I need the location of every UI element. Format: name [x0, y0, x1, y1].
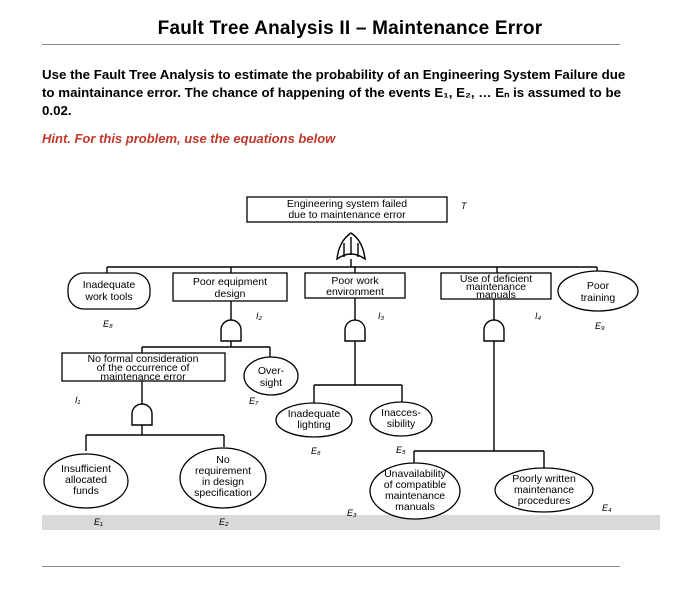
event-poor-training-line-2: training	[581, 292, 616, 304]
and-gate-i1	[131, 403, 153, 426]
event-no-requirement-line-3: in design	[202, 476, 244, 488]
event-poor-equipment-design	[172, 272, 288, 302]
event-unavailability-line-4: manuals	[395, 501, 435, 513]
scan-strip	[42, 515, 660, 530]
event-insufficient-funds-code: E₁	[94, 517, 103, 527]
event-poorly-written-line-1: Poorly written	[512, 473, 576, 485]
and-gate-i2	[220, 319, 242, 342]
event-insufficient-funds	[43, 453, 129, 509]
event-deficient-manuals-line-3: manuals	[476, 289, 516, 301]
event-inaccessibility-code: E₅	[396, 445, 406, 455]
event-no-requirement	[179, 447, 267, 509]
event-inadequate-tools-line-1: Inadequate	[83, 279, 136, 291]
event-poor-equipment-line-1: Poor equipment	[193, 276, 267, 288]
event-no-formal-line-2: of the occurrence of	[97, 362, 190, 374]
event-no-formal-consideration	[61, 352, 226, 382]
event-poor-equipment-code: I₂	[256, 311, 263, 321]
event-inadequate-lighting-line-1: Inadequate	[288, 408, 341, 420]
event-inadequate-tools-line-2: work tools	[84, 291, 132, 303]
event-no-requirement-line-2: requirement	[195, 465, 251, 477]
event-deficient-manuals-line-1: Use of deficient	[460, 273, 532, 285]
event-poor-training-code: E₉	[595, 321, 605, 331]
event-inadequate-tools	[67, 272, 151, 310]
event-poorly-written-line-3: procedures	[518, 495, 571, 507]
event-no-requirement-line-4: specification	[194, 487, 252, 499]
event-unavailability-code: E₃	[347, 508, 357, 518]
hint-text: Hint. For this problem, use the equation…	[42, 131, 336, 146]
event-poor-training-line-1: Poor	[587, 280, 610, 292]
event-deficient-manuals-code: I₄	[535, 311, 542, 321]
event-poor-training	[557, 270, 639, 312]
event-poor-equipment-line-2: design	[215, 288, 246, 300]
event-deficient-manuals	[440, 272, 552, 300]
event-inadequate-lighting	[275, 402, 353, 438]
event-unavailability-line-2: of compatible	[384, 479, 447, 491]
event-inadequate-lighting-line-2: lighting	[297, 419, 330, 431]
event-no-formal-line-1: No formal consideration	[88, 353, 199, 365]
fault-tree-diagram: Engineering system failed due to mainten…	[42, 196, 660, 530]
event-inaccessibility	[369, 401, 433, 437]
event-unavailability-manuals	[369, 462, 461, 520]
event-insufficient-funds-line-1: Insufficient	[61, 463, 111, 475]
event-poorly-written-procedures	[494, 467, 594, 513]
event-inadequate-lighting-code: E₆	[311, 446, 321, 456]
event-oversight-code: E₇	[249, 396, 259, 406]
bottom-divider	[42, 566, 620, 567]
event-top-code: T	[461, 201, 468, 211]
event-poorly-written-code: E₄	[602, 503, 612, 513]
event-deficient-manuals-line-2: maintenance	[466, 281, 526, 293]
and-gate-i3	[344, 319, 366, 342]
event-poorly-written-line-2: maintenance	[514, 484, 574, 496]
event-insufficient-funds-line-2: allocated	[65, 474, 107, 486]
event-no-formal-code: I₁	[75, 395, 81, 405]
event-inaccessibility-line-2: sibility	[387, 418, 416, 430]
event-inaccessibility-line-1: Inacces-	[381, 407, 421, 419]
title-divider	[42, 44, 620, 45]
event-poor-environment-line-2: environment	[326, 286, 384, 298]
event-insufficient-funds-line-3: funds	[73, 485, 99, 497]
event-unavailability-line-1: Unavailability	[384, 468, 447, 480]
event-no-formal-line-3: maintenance error	[100, 371, 186, 383]
event-poor-environment-code: I₃	[378, 311, 385, 321]
problem-statement: Use the Fault Tree Analysis to estimate …	[42, 67, 626, 118]
event-no-requirement-code: E₂	[219, 517, 229, 527]
event-unavailability-line-3: maintenance	[385, 490, 445, 502]
event-oversight-line-2: sight	[260, 377, 282, 389]
event-oversight-line-1: Over-	[258, 365, 285, 377]
event-oversight	[243, 356, 299, 396]
and-gate-i4	[483, 319, 505, 342]
event-top-system-failure	[246, 196, 448, 223]
event-poor-work-environment	[304, 272, 406, 299]
event-top-line-1: Engineering system failed	[287, 198, 407, 210]
page-title: Fault Tree Analysis II – Maintenance Err…	[157, 18, 543, 39]
event-poor-environment-line-1: Poor work	[331, 275, 379, 287]
event-no-requirement-line-1: No	[216, 454, 230, 466]
event-top-line-2: due to maintenance error	[288, 209, 406, 221]
event-inadequate-tools-code: E₈	[103, 319, 113, 329]
